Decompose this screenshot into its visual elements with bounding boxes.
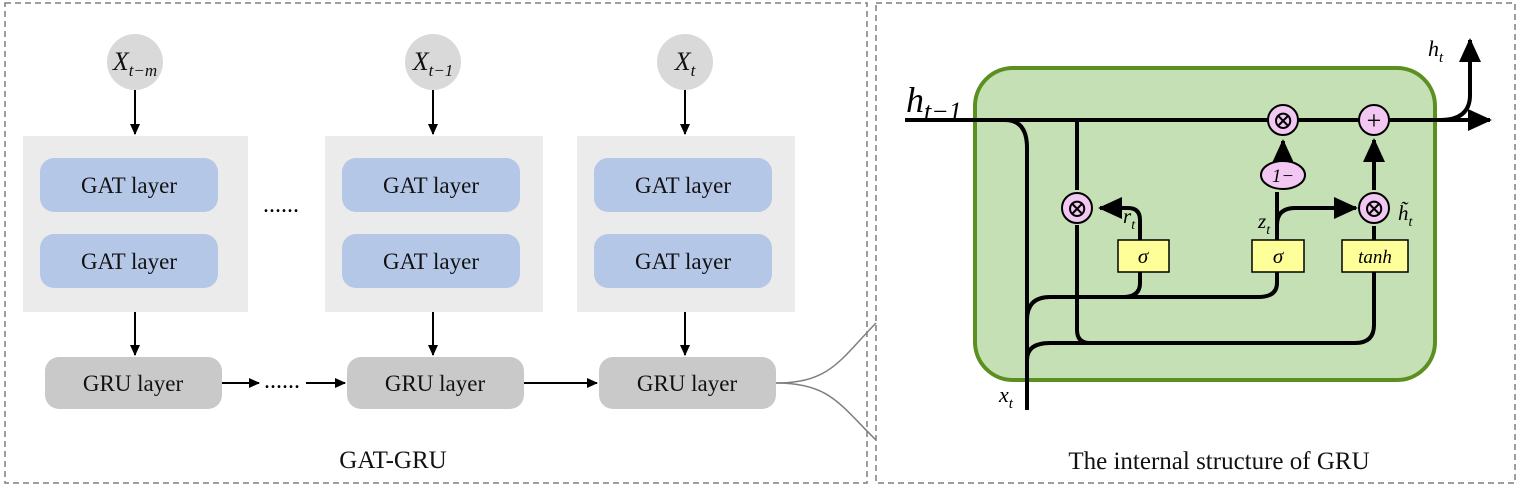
right-panel-caption: The internal structure of GRU	[1068, 448, 1369, 475]
svg-text:⊗: ⊗	[1272, 106, 1294, 135]
svg-text:GRU layer: GRU layer	[83, 371, 184, 396]
svg-text:tanh: tanh	[1358, 247, 1392, 268]
gat-layer-box: GAT layer	[342, 234, 520, 288]
svg-text:⊗: ⊗	[1066, 194, 1088, 223]
h-tilde-label: h̃t	[1398, 201, 1414, 230]
gru-cell-body	[973, 66, 1437, 382]
svg-text:⊗: ⊗	[1363, 194, 1385, 223]
gru-layer-box: GRU layer	[45, 357, 222, 409]
ellipsis: ......	[264, 368, 300, 394]
left-panel-border	[4, 2, 868, 484]
svg-text:GAT layer: GAT layer	[81, 249, 177, 274]
gru-cell-wires	[905, 38, 1492, 410]
svg-text:GAT layer: GAT layer	[635, 173, 731, 198]
svg-text:+: +	[1367, 106, 1382, 135]
update-multiply-node: ⊗	[1267, 104, 1299, 136]
h-prev-label: ht−1	[906, 80, 962, 126]
svg-text:GAT layer: GAT layer	[635, 249, 731, 274]
h-out-label: ht	[1428, 36, 1444, 66]
gat-gru-panel: Xt−m Xt−1 Xt GAT layer GAT layer GAT lay…	[4, 2, 868, 484]
input-node: Xt	[657, 34, 713, 90]
sigma-gate-r: σ	[1117, 239, 1170, 273]
one-minus-node: 1−	[1260, 160, 1306, 190]
svg-text:GRU layer: GRU layer	[385, 371, 486, 396]
svg-text:Xt−m: Xt−m	[112, 47, 157, 80]
tanh-gate: tanh	[1341, 239, 1409, 273]
left-panel-caption: GAT-GRU	[339, 447, 446, 474]
svg-text:GRU layer: GRU layer	[637, 371, 738, 396]
input-node: Xt−1	[405, 34, 461, 90]
reset-multiply-node: ⊗	[1061, 192, 1093, 224]
svg-text:σ: σ	[1138, 244, 1150, 268]
svg-text:Xt: Xt	[674, 47, 697, 80]
gru-layer-box: GRU layer	[347, 357, 524, 409]
svg-text:σ: σ	[1273, 244, 1285, 268]
input-node: Xt−m	[107, 34, 163, 90]
svg-text:Xt−1: Xt−1	[412, 47, 454, 80]
svg-text:GAT layer: GAT layer	[383, 249, 479, 274]
candidate-multiply-node: ⊗	[1358, 192, 1390, 224]
gat-layer-box: GAT layer	[40, 158, 218, 212]
gru-internal-panel: ht−1 ht xt rt zt h̃t σ σ tanh ⊗ ⊗	[875, 2, 1516, 484]
svg-text:GAT layer: GAT layer	[81, 173, 177, 198]
zoom-connector	[775, 382, 877, 441]
svg-text:GAT layer: GAT layer	[383, 173, 479, 198]
sigma-gate-z: σ	[1251, 239, 1305, 273]
z-gate-label: zt	[1257, 209, 1271, 238]
gru-layer-box: GRU layer	[599, 357, 776, 409]
r-gate-label: rt	[1123, 204, 1136, 233]
gat-layer-box: GAT layer	[594, 234, 772, 288]
gat-layer-box: GAT layer	[40, 234, 218, 288]
zoom-connector	[775, 322, 877, 384]
ellipsis: ......	[263, 192, 299, 218]
gat-layer-box: GAT layer	[342, 158, 520, 212]
x-in-label: xt	[998, 382, 1014, 412]
add-node: +	[1358, 104, 1390, 136]
gat-layer-box: GAT layer	[594, 158, 772, 212]
svg-text:1−: 1−	[1272, 166, 1294, 187]
